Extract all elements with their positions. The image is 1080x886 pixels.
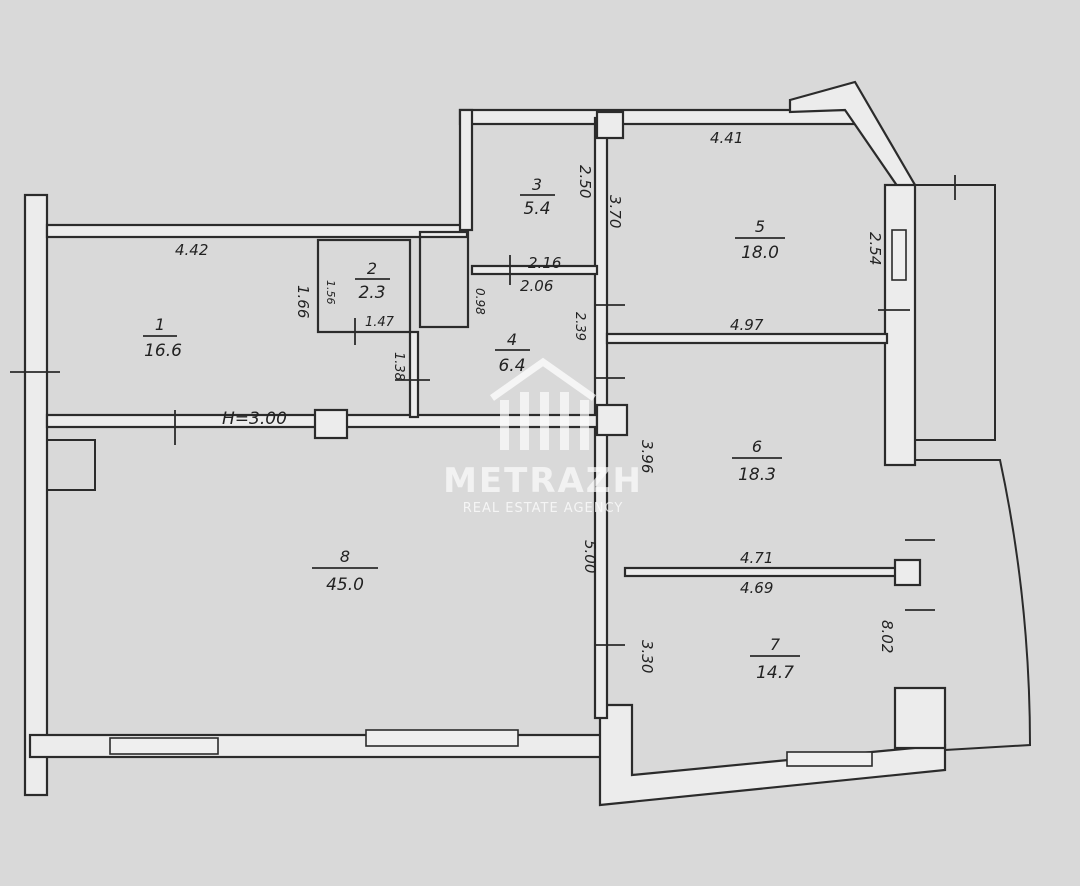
room3-bottom-wall	[470, 264, 599, 276]
dim-room7-top: 4.69	[740, 579, 773, 597]
room-8-number: 8	[340, 547, 350, 566]
right-inner-wall	[883, 183, 917, 467]
dimension-labels: 4.42 4.41 1.66 1.56 1.47 2.50 3.70 2.16 …	[175, 129, 896, 673]
dimension-ticks	[10, 175, 956, 646]
corner-column	[893, 686, 947, 750]
dim-room6-bottom: 4.71	[740, 549, 773, 567]
dim-room3-height: 2.50	[576, 165, 594, 198]
room-7-number: 7	[770, 635, 781, 654]
dim-room5-right: 2.54	[866, 232, 884, 265]
dim-138: 1.38	[391, 352, 406, 381]
balcony-upper	[914, 184, 996, 441]
dim-room4-width: 2.06	[520, 277, 553, 295]
window-1	[109, 737, 219, 755]
room-6-area: 18.3	[738, 465, 776, 485]
room2-walls	[316, 238, 412, 334]
dim-370: 3.70	[606, 195, 624, 228]
interior-walls	[45, 110, 922, 720]
window-4	[891, 229, 907, 281]
room-6-number: 6	[752, 437, 762, 456]
window-3	[786, 751, 873, 767]
column-right	[893, 558, 922, 587]
room4-left-wall	[408, 330, 420, 419]
dim-room2-inner: 1.56	[324, 280, 337, 305]
watermark-title: METRAZH	[443, 461, 643, 501]
shaft	[418, 230, 470, 329]
room-7-area: 14.7	[756, 663, 794, 683]
room6-bottom-wall	[623, 566, 899, 578]
column-top	[595, 110, 625, 140]
watermark-subtitle: REAL ESTATE AGENCY	[463, 501, 624, 516]
dim-room1-width: 4.42	[175, 241, 208, 259]
dim-room4-height: 2.39	[572, 312, 587, 341]
room-3-area: 5.4	[523, 199, 550, 219]
windows	[109, 229, 907, 767]
bay-wall	[788, 80, 917, 192]
column-center	[595, 403, 629, 437]
room5-bottom-wall	[605, 332, 889, 345]
dim-room6-height: 3.96	[638, 440, 656, 473]
bottom-wall-right	[598, 703, 947, 807]
dim-room2-height: 1.66	[294, 285, 312, 318]
room-5-area: 18.0	[741, 243, 779, 263]
room-3-number: 3	[532, 175, 542, 194]
dim-room5-bottom: 4.97	[730, 316, 764, 334]
dim-room5-width: 4.41	[710, 129, 743, 147]
room-1-number: 1	[155, 315, 165, 334]
room-2-area: 2.3	[358, 283, 385, 303]
agency-watermark: METRAZH REAL ESTATE AGENCY	[443, 357, 643, 516]
dim-room2-width: 1.47	[365, 315, 395, 330]
niche	[46, 439, 96, 491]
window-2	[365, 729, 519, 747]
room-labels: 1 16.6 2 2.3 3 5.4 4 6.4 5 18.0 6 18.3 7…	[143, 175, 800, 683]
balcony-lower	[915, 459, 1032, 751]
dim-802: 8.02	[878, 620, 896, 653]
top-wall-left	[45, 223, 469, 239]
left-wall	[23, 193, 49, 797]
room-5-number: 5	[755, 217, 765, 236]
house-logo-icon	[489, 357, 597, 450]
column-left	[313, 408, 349, 440]
room-1-area: 16.6	[144, 341, 182, 361]
room3-left-wall	[458, 108, 474, 232]
dim-room8-height: 5.00	[581, 540, 599, 573]
dim-room3-width: 2.16	[528, 254, 561, 272]
dim-098: 0.98	[473, 288, 487, 315]
dim-room7-height: 3.30	[638, 640, 656, 673]
dim-ceiling-height: H=3.00	[222, 409, 287, 429]
room-2-number: 2	[367, 259, 377, 278]
room-8-area: 45.0	[326, 575, 364, 595]
room-4-number: 4	[507, 330, 517, 349]
room-4-area: 6.4	[498, 356, 525, 376]
